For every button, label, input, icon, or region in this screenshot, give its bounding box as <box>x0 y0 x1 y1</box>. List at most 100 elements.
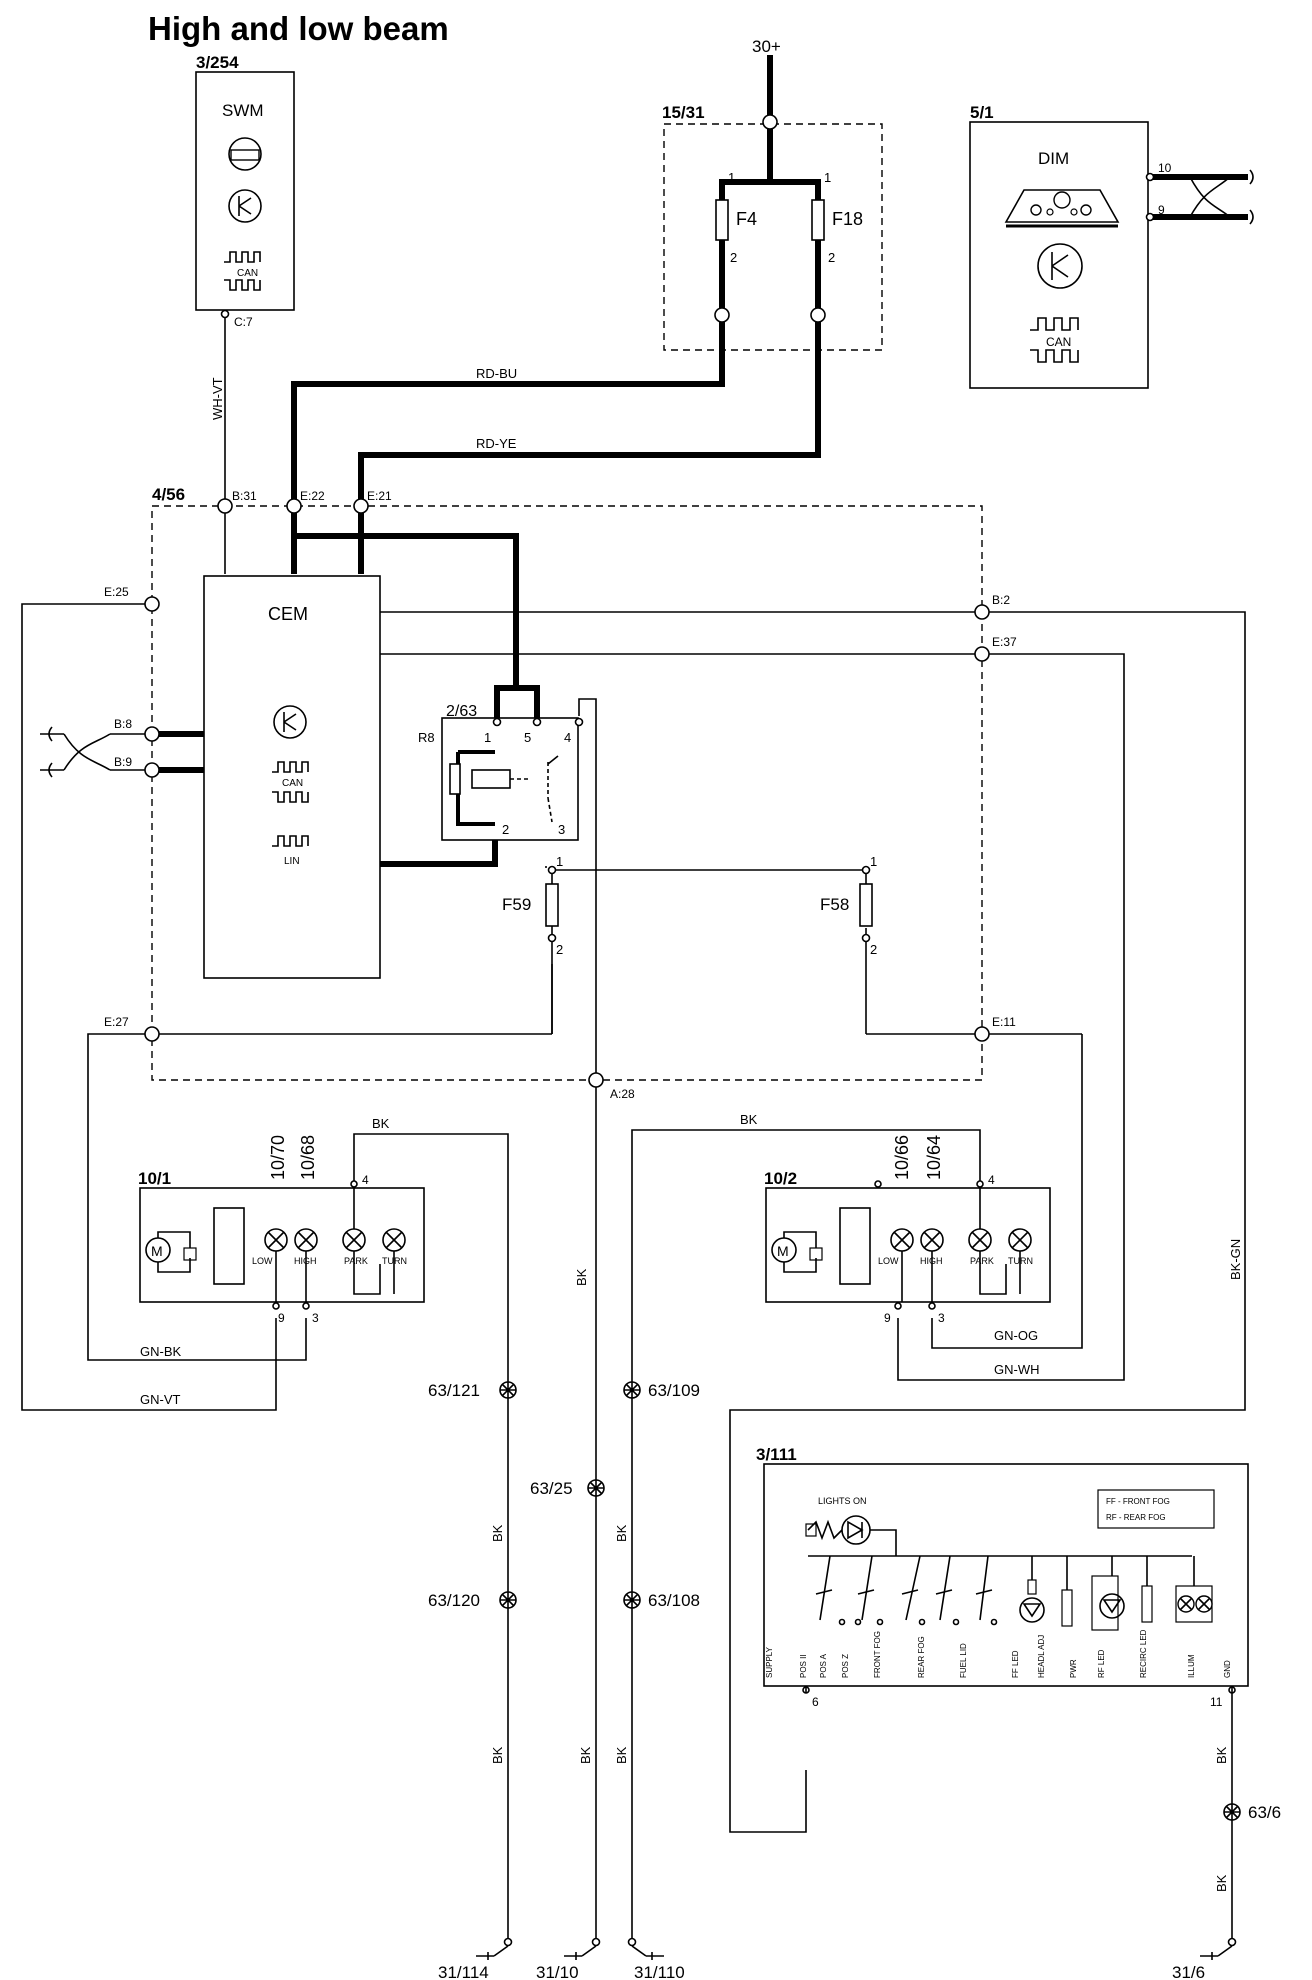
indicator-led-icon <box>805 1515 897 1556</box>
svg-text:TURN: TURN <box>1008 1256 1033 1266</box>
twisted-pair-icon <box>1189 169 1254 225</box>
svg-text:FF LED: FF LED <box>1011 1650 1020 1678</box>
svg-text:GN-BK: GN-BK <box>140 1344 182 1359</box>
bulb-turn-icon <box>1008 1228 1032 1252</box>
cem-module-outline <box>151 505 983 1081</box>
svg-text:B:9: B:9 <box>114 755 132 769</box>
svg-text:4: 4 <box>362 1173 369 1187</box>
svg-text:E:37: E:37 <box>992 635 1017 649</box>
splice-63-109-icon <box>623 1381 641 1399</box>
svg-text:31/110: 31/110 <box>634 1963 685 1980</box>
transistor-icon <box>228 189 262 223</box>
svg-text:PWR: PWR <box>1069 1659 1078 1678</box>
svg-text:M: M <box>151 1243 163 1259</box>
svg-text:FUEL LID: FUEL LID <box>959 1643 968 1678</box>
relay-id: 2/63 <box>446 703 477 720</box>
transistor-icon <box>273 705 307 739</box>
fuse-f59: F59 1 2 <box>502 854 563 957</box>
supply-label: 30+ <box>752 37 781 56</box>
lamp-right-id: 10/2 <box>764 1169 797 1188</box>
svg-text:GN-WH: GN-WH <box>994 1362 1040 1377</box>
svg-text:RD-BU: RD-BU <box>476 366 517 381</box>
svg-text:M: M <box>777 1243 789 1259</box>
svg-text:2: 2 <box>502 822 509 837</box>
switch-id: 3/111 <box>756 1445 797 1464</box>
ground-31-114-icon <box>476 1937 513 1960</box>
svg-text:HEADL ADJ: HEADL ADJ <box>1037 1635 1046 1678</box>
svg-text:E:27: E:27 <box>104 1015 129 1029</box>
splice-63-120-icon <box>499 1591 517 1609</box>
svg-text:E:21: E:21 <box>367 489 392 503</box>
svg-text:HIGH: HIGH <box>920 1256 943 1266</box>
instrument-cluster-icon <box>1004 189 1120 228</box>
svg-text:F58: F58 <box>820 895 849 914</box>
svg-text:RD-YE: RD-YE <box>476 436 517 451</box>
svg-text:BK: BK <box>1214 1746 1229 1764</box>
bulb-low-icon <box>890 1228 914 1252</box>
svg-text:POS II: POS II <box>799 1654 808 1678</box>
page-title: High and low beam <box>148 10 449 47</box>
bulb-high-icon <box>294 1228 318 1252</box>
svg-text:3: 3 <box>558 822 565 837</box>
svg-text:E:25: E:25 <box>104 585 129 599</box>
svg-text:FF - FRONT FOG: FF - FRONT FOG <box>1106 1497 1170 1506</box>
connector-labels: B:31 E:22 E:21 E:25 B:2 E:37 B:8 B:9 E:2… <box>104 489 1017 1101</box>
svg-text:10/68: 10/68 <box>298 1135 318 1180</box>
lin-bus-icon: LIN <box>272 835 309 867</box>
svg-text:B:2: B:2 <box>992 593 1010 607</box>
bulb-park-icon <box>342 1228 366 1252</box>
headlamp-left: 10/1 10/70 10/68 4 M LOW HIGH PARK TURN … <box>138 1135 425 1325</box>
svg-text:1: 1 <box>824 170 831 185</box>
led-bulb-icons <box>1019 1556 1213 1631</box>
svg-text:SUPPLY: SUPPLY <box>765 1646 774 1678</box>
svg-text:BK-GN: BK-GN <box>1228 1239 1243 1280</box>
thin-wires <box>21 314 1246 1942</box>
leveling-motor-icon: M <box>145 1207 245 1285</box>
svg-text:63/25: 63/25 <box>530 1479 573 1498</box>
svg-text:2: 2 <box>870 942 877 957</box>
svg-text:1: 1 <box>484 730 491 745</box>
swm-id: 3/254 <box>196 53 239 72</box>
lamp-left-id: 10/1 <box>138 1169 171 1188</box>
svg-text:GN-VT: GN-VT <box>140 1392 181 1407</box>
svg-text:LIN: LIN <box>284 856 300 867</box>
relay-r8: 2/63 R8 1 5 4 2 3 <box>418 703 579 841</box>
svg-text:PARK: PARK <box>970 1256 994 1266</box>
swm-name: SWM <box>222 101 264 120</box>
swm-module: 3/254 SWM CAN C:7 WH-VT <box>195 53 295 420</box>
svg-text:63/6: 63/6 <box>1248 1803 1281 1822</box>
svg-text:63/120: 63/120 <box>428 1591 480 1610</box>
svg-text:10/64: 10/64 <box>924 1135 944 1180</box>
svg-text:63/109: 63/109 <box>648 1381 700 1400</box>
svg-text:F18: F18 <box>832 209 863 229</box>
cem-unit: CEM CAN LIN <box>203 575 381 979</box>
svg-text:A:28: A:28 <box>610 1087 635 1101</box>
dim-name: DIM <box>1038 149 1069 168</box>
can-bus-icon: CAN <box>272 761 309 803</box>
svg-text:CAN: CAN <box>1046 335 1071 349</box>
dim-module: 5/1 DIM CAN 10 9 <box>969 103 1254 389</box>
headlamp-right: 10/2 10/66 10/64 4 M LOW HIGH PARK TURN … <box>764 1135 1051 1325</box>
ground-points: 31/114 31/10 31/110 31/6 <box>438 1937 1237 1980</box>
svg-text:4: 4 <box>564 730 571 745</box>
svg-text:63/121: 63/121 <box>428 1381 480 1400</box>
svg-text:E:11: E:11 <box>992 1015 1016 1029</box>
svg-text:GND: GND <box>1223 1660 1232 1678</box>
svg-text:9: 9 <box>278 1311 285 1325</box>
svg-text:6: 6 <box>812 1695 819 1709</box>
svg-text:B:8: B:8 <box>114 717 132 731</box>
svg-text:2: 2 <box>828 250 835 265</box>
svg-text:RF - REAR FOG: RF - REAR FOG <box>1106 1513 1166 1522</box>
svg-text:REAR FOG: REAR FOG <box>917 1636 926 1678</box>
svg-text:9: 9 <box>884 1311 891 1325</box>
left-twisted-pair-icon <box>40 726 152 778</box>
splice-63-6-icon <box>1223 1803 1241 1821</box>
steering-wheel-icon <box>228 137 262 171</box>
svg-text:BK: BK <box>372 1116 390 1131</box>
svg-text:LOW: LOW <box>252 1256 273 1266</box>
ground-31-6-icon <box>1200 1937 1237 1960</box>
svg-text:5: 5 <box>524 730 531 745</box>
svg-text:LIGHTS ON: LIGHTS ON <box>818 1496 867 1506</box>
svg-text:1: 1 <box>556 854 563 869</box>
